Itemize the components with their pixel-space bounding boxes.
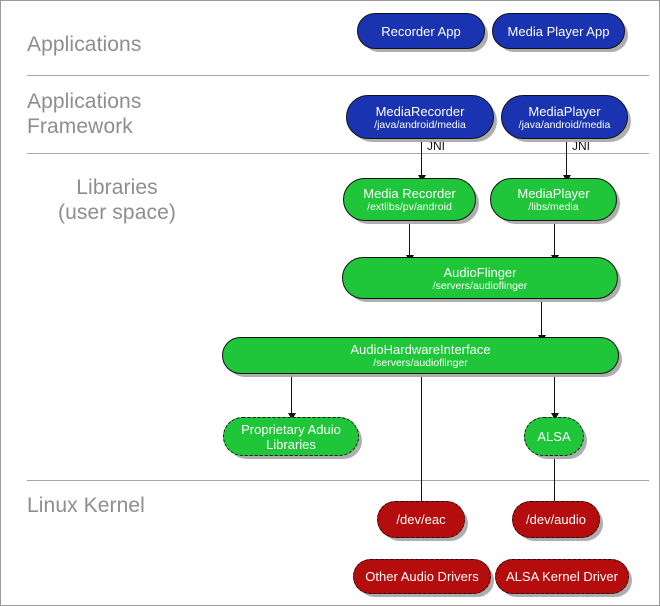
node-mediaplayer-framework-subtitle: /java/android/media [518,118,611,131]
node-other-audio-drivers-title: Other Audio Drivers [365,569,479,584]
node-proprietary-audio-libraries[interactable]: Proprietary Aduio Libraries [223,417,359,456]
node-recorder-app-title: Recorder App [381,23,461,39]
node-alsa-kernel-driver[interactable]: ALSA Kernel Driver [495,559,629,594]
node-media-recorder-lib-subtitle: /extlibs/pv/android [367,201,452,213]
connector-mediaplayer-jni [566,139,567,177]
connector-mediarecorder-to-audioflinger [409,221,410,257]
node-dev-eac[interactable]: /dev/eac [377,501,465,538]
node-mediaplayer-lib[interactable]: MediaPlayer /libs/media [490,178,617,221]
node-audioflinger-title: AudioFlinger [443,264,517,280]
connector-ahi-to-alsa [554,374,555,415]
node-mediaplayer-lib-subtitle: /libs/media [528,201,579,213]
connector-audioflinger-to-ahi [541,299,542,337]
node-proprietary-audio-libraries-title: Proprietary Aduio Libraries [241,421,341,452]
node-alsa-title: ALSA [537,429,571,444]
jni-label-right: JNI [572,139,590,153]
node-dev-eac-title: /dev/eac [396,512,446,527]
node-audioflinger[interactable]: AudioFlinger /servers/audioflinger [342,257,618,299]
node-dev-audio[interactable]: /dev/audio [512,501,600,538]
node-alsa[interactable]: ALSA [524,417,584,456]
node-mediaplayer-lib-title: MediaPlayer [517,186,590,201]
connector-ahi-to-dev-eac [421,374,422,506]
jni-label-left: JNI [427,139,445,153]
connector-mediarecorder-jni [421,139,422,177]
connector-ahi-to-proprietary-libs [291,374,292,415]
node-media-recorder-lib-title: Media Recorder [363,186,456,201]
node-audiohardwareinterface-subtitle: /servers/audioflinger [373,357,468,369]
band-label-libraries: Libraries (user space) [58,176,176,224]
divider-linux-kernel [27,480,649,481]
node-dev-audio-title: /dev/audio [526,512,586,527]
node-other-audio-drivers[interactable]: Other Audio Drivers [353,559,491,594]
node-mediaplayer-framework[interactable]: MediaPlayer /java/android/media [501,95,628,139]
divider-applications [27,75,649,76]
node-media-player-app[interactable]: Media Player App [492,13,625,49]
connector-mediaplayer-to-audioflinger [554,221,555,257]
node-mediarecorder-framework-subtitle: /java/android/media [374,118,466,131]
node-audiohardwareinterface-title: AudioHardwareInterface [350,342,491,357]
divider-applications-framework [27,153,649,154]
node-recorder-app[interactable]: Recorder App [357,13,485,49]
node-mediarecorder-framework[interactable]: MediaRecorder /java/android/media [346,95,494,139]
node-audioflinger-subtitle: /servers/audioflinger [432,279,528,292]
band-label-applications-framework: Applications Framework [27,90,142,138]
node-audiohardwareinterface[interactable]: AudioHardwareInterface /servers/audiofli… [222,337,619,374]
band-label-linux-kernel: Linux Kernel [27,494,145,517]
node-mediaplayer-framework-title: MediaPlayer [528,103,601,119]
node-media-recorder-lib[interactable]: Media Recorder /extlibs/pv/android [343,178,476,221]
node-alsa-kernel-driver-title: ALSA Kernel Driver [506,569,618,584]
node-mediarecorder-framework-title: MediaRecorder [375,103,465,119]
connector-alsa-to-dev-audio [554,456,555,506]
node-media-player-app-title: Media Player App [507,23,610,39]
band-label-applications: Applications [27,33,142,56]
